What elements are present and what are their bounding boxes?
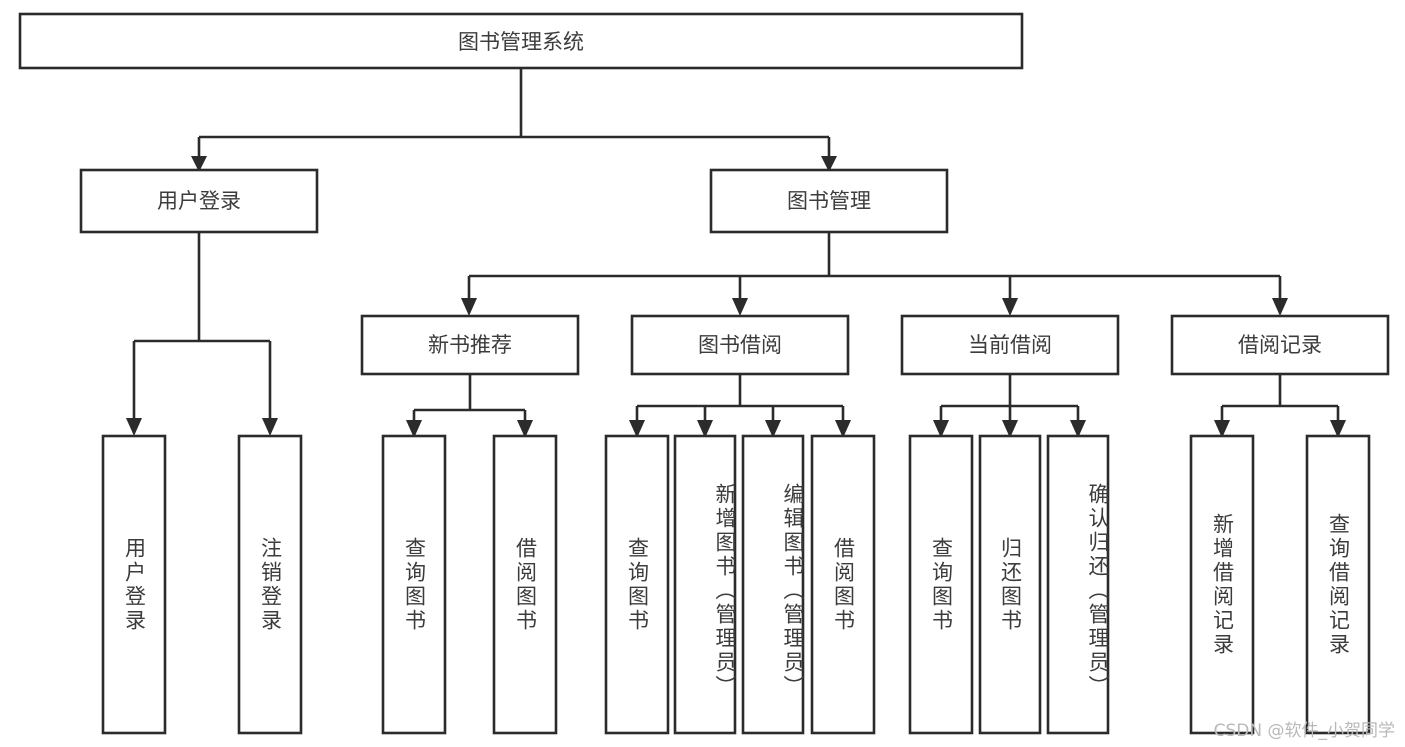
node-leaf-logout-box[interactable] — [237, 434, 303, 735]
arrowhead-to-leaf-query-book-1 — [406, 420, 422, 438]
node-leaf-edit-book-box[interactable] — [741, 434, 805, 735]
node-root-label: 图书管理系统 — [458, 30, 584, 54]
edge-root-to-level2-bus — [197, 68, 831, 160]
arrowhead-to-leaf-borrow-book-1 — [517, 420, 533, 438]
arrowhead-to-user-login — [191, 156, 207, 172]
edge-currentborrow-to-leaves — [939, 374, 1080, 424]
arrowhead-to-leaf-edit-book — [765, 420, 781, 438]
node-user-login-box[interactable] — [79, 168, 319, 234]
node-leaf-add-record-box[interactable] — [1189, 434, 1255, 735]
arrowhead-to-leaf-add-record — [1214, 420, 1230, 438]
arrowhead-to-leaf-query-record — [1330, 420, 1346, 438]
arrowhead-to-leaf-borrow-book-2 — [835, 420, 851, 438]
node-leaf-return-book-box[interactable] — [978, 434, 1042, 735]
arrowhead-to-leaf-query-book-2 — [629, 420, 645, 438]
arrowhead-to-leaf-add-book — [697, 420, 713, 438]
node-user-login-label: 用户登录 — [157, 189, 241, 213]
arrowhead-to-leaf-return-book — [1002, 420, 1018, 438]
node-root-box[interactable] — [18, 12, 1024, 70]
arrowhead-to-leaf-confirm-return — [1070, 420, 1086, 438]
edge-borrowrecord-to-leaves — [1220, 374, 1340, 424]
arrowhead-to-leaf-query-book-3 — [933, 420, 949, 438]
node-leaf-query-book-1-box[interactable] — [381, 434, 447, 735]
node-book-borrow-label: 图书借阅 — [698, 333, 782, 357]
node-current-borrow-label: 当前借阅 — [968, 333, 1052, 357]
node-layer: 图书管理系统 用户登录 图书管理 新书推荐 图书借阅 当前借阅 借阅记录 — [18, 12, 1390, 735]
arrowhead-to-new-book-recommend — [461, 298, 477, 316]
edge-bookmgmt-to-level3-bus — [467, 232, 1282, 302]
node-leaf-user-login-box[interactable] — [101, 434, 167, 735]
arrowhead-to-current-borrow — [1002, 298, 1018, 316]
edge-bookborrow-to-leaves — [635, 374, 845, 424]
arrowhead-to-book-borrow — [732, 298, 748, 316]
edge-userlogin-to-leaves — [132, 232, 272, 422]
node-new-book-recommend-box[interactable] — [360, 314, 580, 376]
node-leaf-borrow-book-2-box[interactable] — [810, 434, 876, 735]
arrowhead-to-borrow-record — [1272, 298, 1288, 316]
edge-newbook-to-leaves — [412, 374, 527, 424]
csdn-watermark: CSDN @软件_小贺同学 — [1213, 721, 1395, 741]
node-leaf-query-book-2-box[interactable] — [604, 434, 670, 735]
node-book-borrow-box[interactable] — [630, 314, 850, 376]
arrowhead-to-book-management — [821, 156, 837, 172]
arrowhead-to-leaf-user-login — [126, 418, 142, 436]
node-book-management-label: 图书管理 — [787, 189, 871, 213]
node-new-book-recommend-label: 新书推荐 — [428, 333, 512, 357]
node-leaf-confirm-return-box[interactable] — [1046, 434, 1110, 735]
node-borrow-record-box[interactable] — [1170, 314, 1390, 376]
node-current-borrow-box[interactable] — [900, 314, 1120, 376]
node-borrow-record-label: 借阅记录 — [1238, 333, 1322, 357]
connector-layer — [132, 68, 1340, 424]
node-leaf-borrow-book-1-box[interactable] — [492, 434, 558, 735]
arrowhead-layer — [126, 156, 1346, 438]
node-book-management-box[interactable] — [709, 168, 949, 234]
node-leaf-query-record-box[interactable] — [1305, 434, 1371, 735]
arrowhead-to-leaf-logout — [262, 418, 278, 436]
node-leaf-add-book-box[interactable] — [673, 434, 737, 735]
node-leaf-query-book-3-box[interactable] — [908, 434, 974, 735]
